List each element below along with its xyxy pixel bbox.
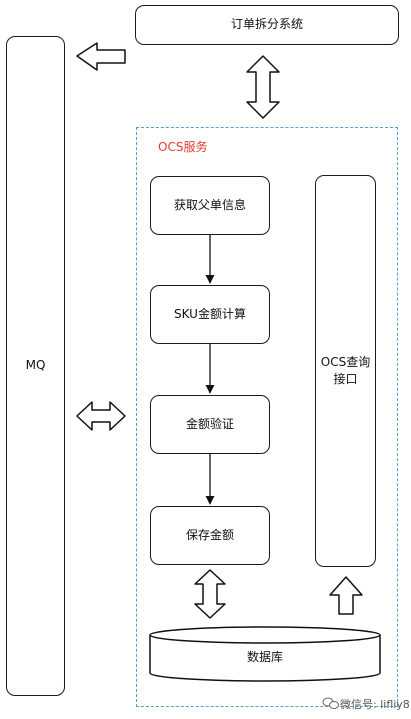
ocs-service-container bbox=[136, 127, 398, 707]
ocs-query-interface-label-line2: 接口 bbox=[333, 372, 358, 386]
database-cylinder-icon bbox=[149, 626, 381, 682]
ocs-query-interface-box: OCS查询 接口 bbox=[315, 175, 376, 567]
save-amount-box: 保存金额 bbox=[150, 506, 270, 565]
sku-amount-calc-box: SKU金额计算 bbox=[150, 285, 270, 344]
arrow-up-to-query-icon bbox=[329, 576, 363, 615]
amount-verify-label: 金额验证 bbox=[185, 416, 234, 431]
order-split-system-label: 订单拆分系统 bbox=[230, 17, 303, 32]
get-parent-order-info-label: 获取父单信息 bbox=[173, 197, 246, 212]
double-arrow-vertical-top-icon bbox=[246, 55, 280, 119]
get-parent-order-info-box: 获取父单信息 bbox=[150, 176, 270, 235]
database-label: 数据库 bbox=[246, 650, 283, 664]
order-split-system-box: 订单拆分系统 bbox=[135, 5, 399, 45]
sku-amount-calc-label: SKU金额计算 bbox=[174, 306, 246, 321]
amount-verify-box: 金额验证 bbox=[150, 395, 270, 454]
mq-label: MQ bbox=[25, 358, 46, 373]
watermark: 微信号: lifliy8 bbox=[340, 696, 410, 712]
ocs-service-label: OCS服务 bbox=[158, 140, 208, 154]
watermark-text: 微信号: lifliy8 bbox=[340, 698, 410, 711]
ocs-query-interface-label-line1: OCS查询 bbox=[320, 354, 371, 369]
wechat-icon bbox=[322, 697, 339, 709]
save-amount-label: 保存金额 bbox=[185, 527, 234, 542]
arrow-to-mq-icon bbox=[76, 42, 126, 71]
double-arrow-horizontal-icon bbox=[76, 401, 126, 431]
double-arrow-vertical-bottom-icon bbox=[194, 569, 226, 619]
mq-box: MQ bbox=[6, 36, 65, 696]
